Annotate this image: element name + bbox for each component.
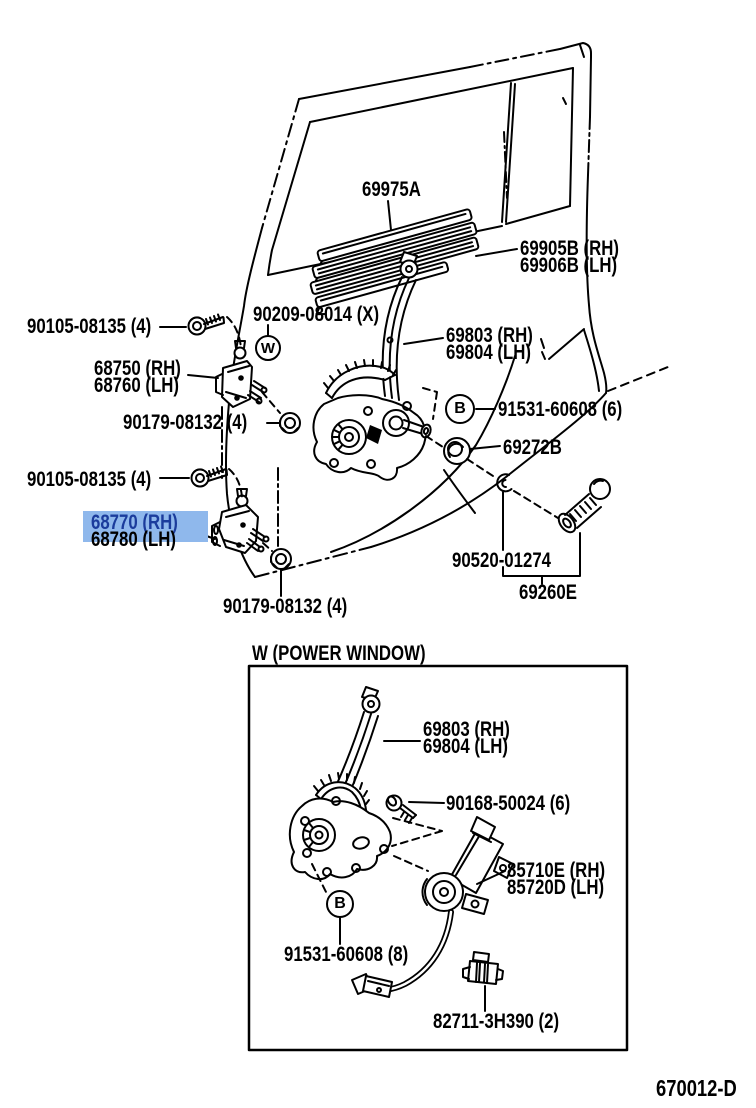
part-number[interactable]: 68760 (LH) <box>94 374 179 397</box>
door-panel-drawing <box>225 42 669 578</box>
upper-nut-drawing <box>279 412 301 434</box>
pw-dash-lines <box>311 817 443 893</box>
window-crank-handle-drawing <box>557 478 611 534</box>
part-number[interactable]: 85710E (RH) <box>507 859 606 882</box>
part-label-90105-upper[interactable]: 90105-08135 (4) <box>27 315 152 338</box>
part-label-85710e[interactable]: 85710E (RH) 85720D (LH) <box>507 859 606 899</box>
window-regulator-drawing <box>312 251 432 481</box>
power-window-title: W (POWER WINDOW) <box>252 642 426 665</box>
part-number[interactable]: 69906B (LH) <box>520 254 618 277</box>
part-label-90105-lower[interactable]: 90105-08135 (4) <box>27 468 152 491</box>
pw-motor-drawing <box>421 816 514 915</box>
pw-motor-cable-drawing <box>351 909 454 998</box>
pw-mounting-screw-drawing <box>385 794 417 824</box>
pw-regulator-drawing <box>288 686 392 880</box>
lower-nut-drawing <box>270 548 292 570</box>
part-number[interactable]: 85720D (LH) <box>507 876 605 899</box>
part-label-90179-upper[interactable]: 90179-08132 (4) <box>123 411 248 434</box>
part-label-91531-pw[interactable]: 91531-60608 (8) <box>284 943 409 966</box>
upper-bolt-drawing <box>187 313 225 336</box>
b-symbol-badge-pw: B <box>326 890 354 918</box>
part-label-69803-pw[interactable]: 69803 (RH) 69804 (LH) <box>423 718 510 758</box>
part-number[interactable]: 68780 (LH) <box>91 528 176 551</box>
part-label-69975a[interactable]: 69975A <box>362 178 421 201</box>
axis-center-lines <box>221 406 279 547</box>
part-label-68770-selected[interactable]: 68770 (RH) 68780 (LH) <box>91 511 178 551</box>
figure-code: 670012-D <box>656 1075 737 1101</box>
part-label-90179-lower[interactable]: 90179-08132 (4) <box>223 595 348 618</box>
b-symbol-letter: B <box>454 400 466 417</box>
part-label-69803-main[interactable]: 69803 (RH) 69804 (LH) <box>446 324 533 364</box>
part-label-90209[interactable]: 90209-08014 (X) <box>253 303 380 326</box>
grommet-drawing <box>443 437 471 465</box>
selection-highlight <box>83 511 208 542</box>
part-label-82711[interactable]: 82711-3H390 (2) <box>433 1010 560 1033</box>
part-label-69260e[interactable]: 69260E <box>519 581 577 604</box>
part-label-91531-main[interactable]: 91531-60608 (6) <box>498 398 623 421</box>
pw-clamp-drawing <box>462 951 504 985</box>
part-number-highlighted[interactable]: 68770 (RH) <box>91 511 178 534</box>
part-number[interactable]: 69803 (RH) <box>423 718 510 741</box>
power-window-box <box>247 664 629 1052</box>
b-symbol-badge-main: B <box>445 394 475 424</box>
part-number[interactable]: 69803 (RH) <box>446 324 533 347</box>
upper-hinge-drawing <box>215 340 268 408</box>
part-number[interactable]: 69804 (LH) <box>446 341 531 364</box>
glass-run-strips-drawing <box>309 208 480 316</box>
part-label-90168[interactable]: 90168-50024 (6) <box>446 792 571 815</box>
lower-bolt-drawing <box>190 465 228 488</box>
part-label-90520[interactable]: 90520-01274 <box>452 549 552 572</box>
handle-retainer-clip-drawing <box>496 473 513 493</box>
w-symbol-letter: W <box>260 339 276 357</box>
lower-hinge-drawing <box>211 488 270 554</box>
part-label-69905b[interactable]: 69905B (RH) 69906B (LH) <box>520 237 619 277</box>
b-symbol-letter: B <box>334 895 346 912</box>
part-label-68750[interactable]: 68750 (RH) 68760 (LH) <box>94 357 181 397</box>
assembly-dash-lines <box>226 316 559 552</box>
part-number[interactable]: 69905B (RH) <box>520 237 619 260</box>
pw-leader-lines <box>339 740 506 1012</box>
w-symbol-badge: W <box>255 335 281 361</box>
part-number[interactable]: 68750 (RH) <box>94 357 181 380</box>
part-label-69272b[interactable]: 69272B <box>503 436 562 459</box>
part-number[interactable]: 69804 (LH) <box>423 735 508 758</box>
